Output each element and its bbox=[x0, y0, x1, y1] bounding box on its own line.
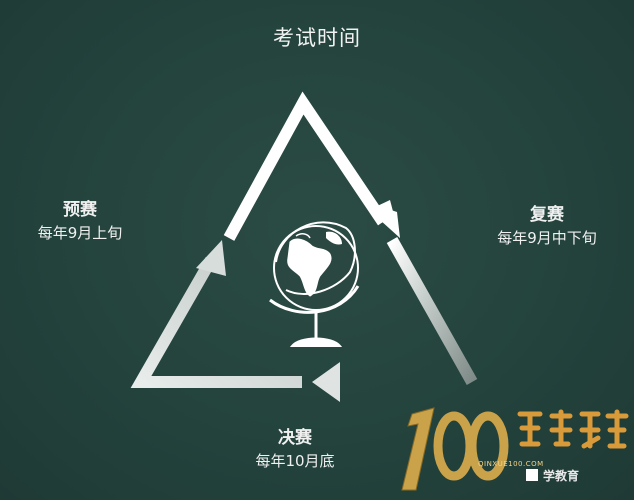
arrow-to-re-round bbox=[223, 91, 400, 241]
stage-preliminary-time: 每年9月上旬 bbox=[37, 224, 123, 242]
stage-second-round: 复赛 每年9月中下旬 bbox=[462, 203, 632, 249]
stage-preliminary-name: 预赛 bbox=[63, 200, 97, 220]
stage-preliminary: 预赛 每年9月上旬 bbox=[10, 198, 150, 244]
watermark-brand: 学教育 bbox=[543, 469, 580, 483]
diagram-title: 考试时间 bbox=[273, 26, 361, 50]
stage-final-name: 决赛 bbox=[278, 428, 312, 448]
arrowhead-final bbox=[312, 362, 340, 402]
arrow-right-side bbox=[386, 237, 478, 385]
globe-icon bbox=[269, 221, 360, 347]
watermark-brand-icon bbox=[526, 469, 538, 481]
watermark-logo bbox=[401, 407, 629, 491]
stage-second-round-name: 复赛 bbox=[530, 205, 564, 225]
watermark-url: QINXUE100.COM bbox=[478, 460, 544, 468]
stage-final: 决赛 每年10月底 bbox=[210, 426, 380, 472]
arrow-to-preliminary bbox=[130, 240, 302, 388]
arrow-to-final bbox=[312, 362, 478, 402]
stage-final-time: 每年10月底 bbox=[255, 452, 335, 470]
stage-second-round-time: 每年9月中下旬 bbox=[497, 229, 597, 247]
arrowhead-preliminary bbox=[196, 240, 226, 276]
